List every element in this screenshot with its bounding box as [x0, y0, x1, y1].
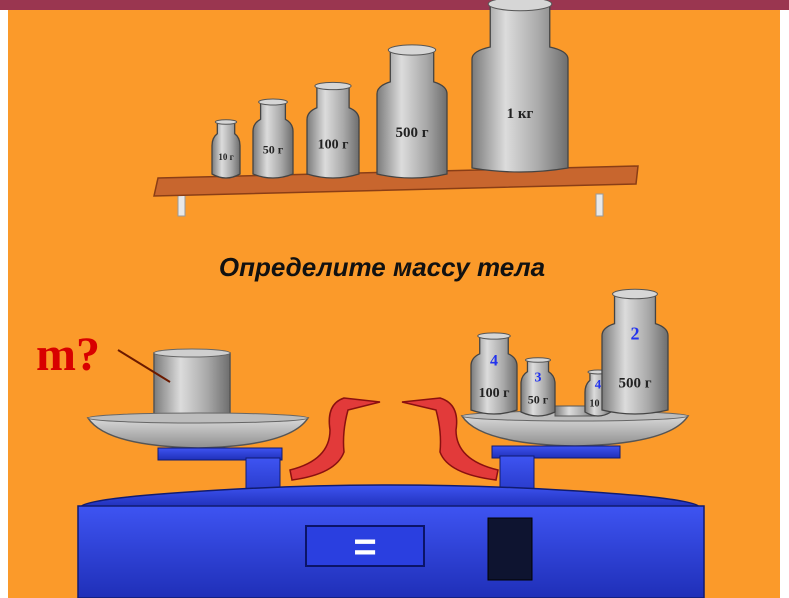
- pan-weight-3-label: 10 г: [589, 398, 607, 409]
- pan-weight-1-label: 100 г: [479, 386, 510, 401]
- pan-weight-2-label: 50 г: [528, 393, 549, 407]
- shelf-weight-5-label: 1 кг: [507, 106, 534, 122]
- pointer-line: [117, 349, 171, 383]
- shelf-weight-2: 50 г: [252, 98, 294, 179]
- pan-weight-3-count: 4: [595, 377, 602, 392]
- pan-weights: 100 г 4 50 г 3 10 г 4 500 г 2: [470, 288, 669, 417]
- shelf-weight-1-label: 10 г: [218, 152, 233, 162]
- pan-weight-4-label: 500 г: [618, 376, 651, 392]
- pan-weight-4: 500 г 2: [601, 288, 669, 415]
- pan-weight-4-count: 2: [631, 324, 640, 344]
- pan-weight-2: 50 г 3: [520, 357, 556, 417]
- top-strip: [0, 0, 789, 10]
- balance-equal-sign: =: [353, 525, 376, 569]
- pan-weight-2-count: 3: [535, 370, 542, 385]
- shelf-weight-3: 100 г: [306, 81, 360, 179]
- shelf: [153, 165, 639, 217]
- pan-weight-1: 100 г 4: [470, 332, 518, 415]
- shelf-weight-1: 10 г: [211, 119, 241, 179]
- shelf-weight-5: 1 кг: [471, 0, 569, 173]
- scale-base: [77, 484, 705, 598]
- shelf-weights: 10 г 50 г 100 г 500 г 1 кг: [211, 0, 569, 179]
- task-title: Определите массу тела: [219, 252, 545, 282]
- balance-pointers: [289, 397, 499, 481]
- unknown-body: [153, 348, 231, 424]
- shelf-weight-4: 500 г: [376, 44, 448, 179]
- shelf-weight-2-label: 50 г: [263, 143, 284, 157]
- pan-weight-1-count: 4: [490, 353, 498, 370]
- unknown-mass-label: m?: [36, 328, 100, 381]
- shelf-weight-4-label: 500 г: [395, 125, 428, 141]
- shelf-weight-3-label: 100 г: [318, 138, 349, 153]
